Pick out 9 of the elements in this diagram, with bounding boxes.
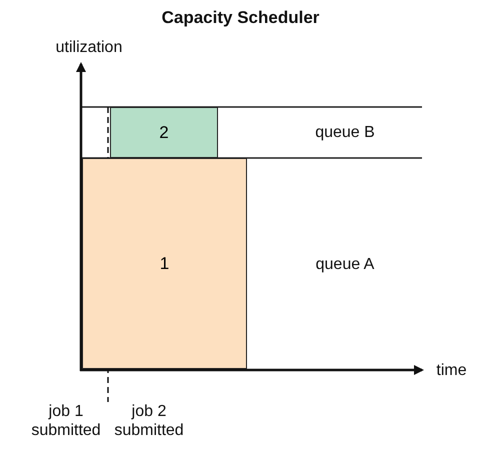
job-block: 1 [82, 158, 247, 369]
event-label: job 2 submitted [113, 402, 185, 440]
axis-label: utilization [54, 38, 124, 57]
chart-title: Capacity Scheduler [160, 8, 320, 27]
queue-label: queue B [314, 123, 376, 142]
job-block: 2 [110, 107, 218, 158]
queue-label: queue A [314, 255, 376, 274]
event-label: job 1 submitted [30, 402, 102, 440]
axis-label: time [435, 361, 468, 380]
